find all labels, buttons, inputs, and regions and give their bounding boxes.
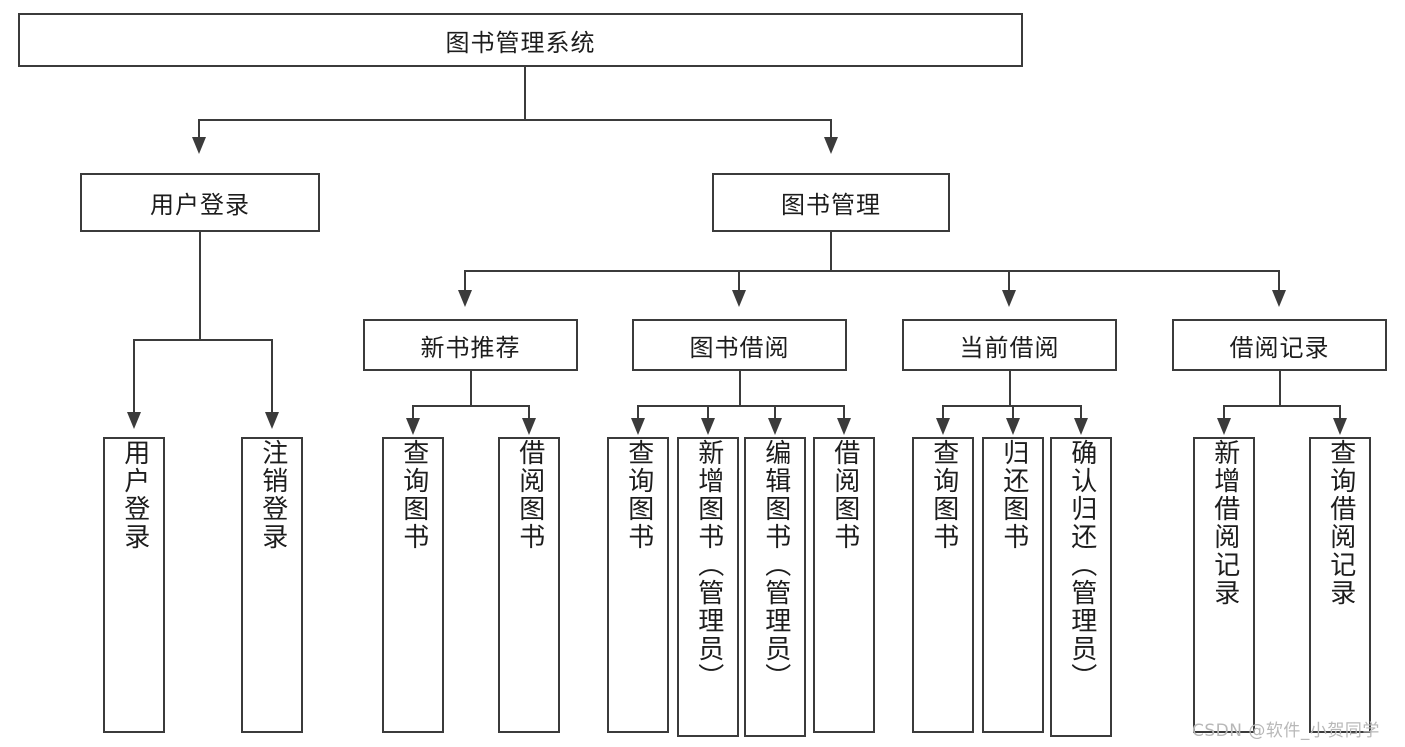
connector-current-drop-2 bbox=[1012, 405, 1014, 420]
arrow-to-leaf-borrow-book-1 bbox=[522, 418, 536, 435]
arrow-to-user-login bbox=[192, 137, 206, 154]
node-root-system[interactable]: 图书管理系统 bbox=[18, 13, 1023, 67]
leaf-label: 新增图书（管理员） bbox=[693, 439, 724, 691]
connector-recommend-drop-2 bbox=[528, 405, 530, 420]
arrow-to-leaf-query-book-2 bbox=[631, 418, 645, 435]
connector-borrow-drop-3 bbox=[774, 405, 776, 420]
arrow-to-new-book-recommend bbox=[458, 290, 472, 307]
node-current-borrow[interactable]: 当前借阅 bbox=[902, 319, 1117, 371]
arrow-to-leaf-query-book-3 bbox=[936, 418, 950, 435]
connector-recommend-bus bbox=[412, 405, 528, 407]
arrow-to-leaf-confirm-return bbox=[1074, 418, 1088, 435]
connector-borrow-drop-2 bbox=[707, 405, 709, 420]
node-label: 图书借阅 bbox=[689, 333, 790, 362]
arrow-to-leaf-query-book-1 bbox=[406, 418, 420, 435]
arrow-to-leaf-add-record bbox=[1217, 418, 1231, 435]
leaf-edit-book-admin[interactable]: 编辑图书（管理员） bbox=[744, 437, 806, 737]
node-label: 用户登录 bbox=[150, 191, 250, 219]
connector-level3-drop-4 bbox=[1278, 270, 1280, 292]
leaf-confirm-return-admin[interactable]: 确认归还（管理员） bbox=[1050, 437, 1112, 737]
arrow-to-leaf-borrow-book-2 bbox=[837, 418, 851, 435]
leaf-borrow-book-borrow[interactable]: 借阅图书 bbox=[813, 437, 875, 733]
leaf-return-book[interactable]: 归还图书 bbox=[982, 437, 1044, 733]
leaf-query-book-borrow[interactable]: 查询图书 bbox=[607, 437, 669, 733]
leaf-label: 用户登录 bbox=[119, 439, 150, 551]
node-book-manage[interactable]: 图书管理 bbox=[712, 173, 950, 232]
arrow-to-leaf-edit-book bbox=[768, 418, 782, 435]
leaf-logout[interactable]: 注销登录 bbox=[241, 437, 303, 733]
leaf-label: 查询图书 bbox=[623, 439, 654, 551]
leaf-label: 查询图书 bbox=[928, 439, 959, 551]
connector-recommend-drop-1 bbox=[412, 405, 414, 420]
leaf-user-login[interactable]: 用户登录 bbox=[103, 437, 165, 733]
leaf-label: 确认归还（管理员） bbox=[1066, 439, 1097, 691]
arrow-to-leaf-return-book bbox=[1006, 418, 1020, 435]
connector-level3-drop-1 bbox=[464, 270, 466, 292]
connector-recommend-stem bbox=[470, 371, 472, 406]
leaf-label: 借阅图书 bbox=[829, 439, 860, 551]
connector-user-login-bus bbox=[133, 339, 273, 341]
connector-root-stem bbox=[524, 67, 526, 120]
node-label: 当前借阅 bbox=[959, 333, 1060, 362]
arrow-to-leaf-logout bbox=[265, 412, 279, 429]
connector-book-manage-stem bbox=[830, 232, 832, 271]
arrow-to-current-borrow bbox=[1002, 290, 1016, 307]
leaf-label: 归还图书 bbox=[998, 439, 1029, 551]
connector-current-stem bbox=[1009, 371, 1011, 406]
arrow-to-borrow-record bbox=[1272, 290, 1286, 307]
connector-level2-bus bbox=[198, 119, 832, 121]
node-new-book-recommend[interactable]: 新书推荐 bbox=[363, 319, 578, 371]
connector-record-bus bbox=[1223, 405, 1339, 407]
leaf-add-borrow-record[interactable]: 新增借阅记录 bbox=[1193, 437, 1255, 733]
arrow-to-book-borrow bbox=[732, 290, 746, 307]
connector-level2-drop-1 bbox=[198, 119, 200, 139]
node-label: 新书推荐 bbox=[420, 333, 521, 362]
connector-level3-drop-3 bbox=[1008, 270, 1010, 292]
connector-record-drop-2 bbox=[1339, 405, 1341, 420]
csdn-watermark: CSDN @软件_小贺同学 bbox=[1192, 721, 1380, 741]
leaf-query-book-recommend[interactable]: 查询图书 bbox=[382, 437, 444, 733]
connector-borrow-drop-1 bbox=[637, 405, 639, 420]
connector-borrow-drop-4 bbox=[843, 405, 845, 420]
node-label: 图书管理系统 bbox=[445, 28, 596, 57]
leaf-add-book-admin[interactable]: 新增图书（管理员） bbox=[677, 437, 739, 737]
node-user-login[interactable]: 用户登录 bbox=[80, 173, 320, 232]
connector-current-drop-3 bbox=[1080, 405, 1082, 420]
connector-user-login-drop-2 bbox=[271, 339, 273, 414]
leaf-label: 借阅图书 bbox=[514, 439, 545, 551]
arrow-to-leaf-user-login bbox=[127, 412, 141, 429]
leaf-query-book-current[interactable]: 查询图书 bbox=[912, 437, 974, 733]
arrow-to-book-manage bbox=[824, 137, 838, 154]
leaf-label: 查询借阅记录 bbox=[1325, 439, 1356, 607]
node-borrow-record[interactable]: 借阅记录 bbox=[1172, 319, 1387, 371]
arrow-to-leaf-query-record bbox=[1333, 418, 1347, 435]
arrow-to-leaf-add-book bbox=[701, 418, 715, 435]
leaf-query-borrow-record[interactable]: 查询借阅记录 bbox=[1309, 437, 1371, 733]
connector-user-login-stem bbox=[199, 232, 201, 340]
connector-current-drop-1 bbox=[942, 405, 944, 420]
connector-current-bus bbox=[942, 405, 1080, 407]
node-label: 借阅记录 bbox=[1229, 333, 1330, 362]
connector-borrow-stem bbox=[739, 371, 741, 406]
connector-level3-drop-2 bbox=[738, 270, 740, 292]
leaf-label: 查询图书 bbox=[398, 439, 429, 551]
connector-record-drop-1 bbox=[1223, 405, 1225, 420]
connector-level3-bus bbox=[464, 270, 1278, 272]
connector-user-login-drop-1 bbox=[133, 339, 135, 414]
leaf-label: 注销登录 bbox=[257, 439, 288, 551]
connector-record-stem bbox=[1279, 371, 1281, 406]
node-label: 图书管理 bbox=[781, 191, 881, 219]
connector-level2-drop-2 bbox=[830, 119, 832, 139]
leaf-borrow-book-recommend[interactable]: 借阅图书 bbox=[498, 437, 560, 733]
node-book-borrow[interactable]: 图书借阅 bbox=[632, 319, 847, 371]
leaf-label: 新增借阅记录 bbox=[1209, 439, 1240, 607]
connector-borrow-bus bbox=[637, 405, 843, 407]
leaf-label: 编辑图书（管理员） bbox=[760, 439, 791, 691]
